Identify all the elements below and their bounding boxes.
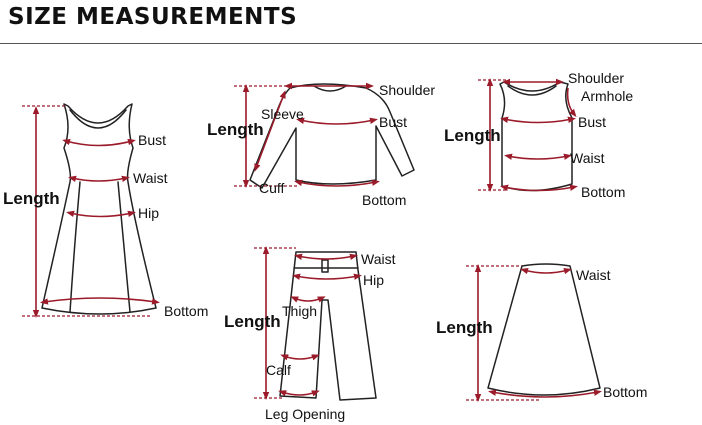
- dress-outline: [41, 103, 157, 315]
- dress-length-label: Length: [3, 189, 60, 208]
- tank-neckline: [507, 85, 557, 96]
- pants-calf-label: Calf: [266, 362, 291, 378]
- pants-thigh-line: [290, 296, 326, 303]
- top-bust-label: Bust: [379, 114, 407, 130]
- pants-leg-opening-line: [278, 390, 320, 397]
- top-outline: [249, 83, 415, 189]
- tank-length-label: Length: [444, 126, 501, 145]
- pants-waist-label: Waist: [361, 251, 396, 267]
- pants-hip-label: Hip: [363, 272, 384, 288]
- tank-bust-line: [500, 116, 576, 124]
- skirt-bottom-label: Bottom: [603, 384, 647, 400]
- tank-shoulder-label: Shoulder: [568, 70, 624, 86]
- dress-bottom-label: Bottom: [164, 303, 208, 319]
- title-divider: [0, 43, 702, 44]
- skirt-outline: [487, 263, 601, 396]
- tank-bottom-label: Bottom: [581, 184, 625, 200]
- dress-figure: [22, 103, 160, 318]
- pants-figure: [254, 246, 377, 401]
- dress-hip-line: [66, 210, 136, 218]
- tank-figure: [478, 78, 578, 192]
- top-figure: [234, 82, 415, 189]
- dress-waist-line: [68, 175, 130, 183]
- top-length-label: Length: [207, 120, 264, 139]
- pants-hip-line: [292, 273, 362, 280]
- pants-length-label: Length: [224, 312, 281, 331]
- skirt-figure: [466, 263, 602, 402]
- dress-hip-label: Hip: [138, 205, 159, 221]
- pants-waist-line: [294, 253, 358, 260]
- pants-leg-opening-label: Leg Opening: [265, 406, 345, 422]
- top-cuff-label: Cuff: [259, 180, 285, 196]
- top-shoulder-label: Shoulder: [379, 82, 435, 98]
- skirt-length-label: Length: [436, 318, 493, 337]
- skirt-bottom-line: [488, 389, 602, 398]
- top-bottom-line: [294, 179, 380, 187]
- top-sleeve-label: Sleeve: [261, 106, 304, 122]
- pants-outline: [279, 251, 377, 401]
- dress-fold-left: [69, 181, 81, 313]
- top-sleeve-line: [254, 90, 286, 172]
- tank-bottom-line: [500, 184, 578, 192]
- dress-fold-right: [117, 181, 131, 313]
- tank-waist-line: [504, 153, 572, 160]
- skirt-waist-label: Waist: [576, 267, 611, 283]
- pants-thigh-label: Thigh: [282, 303, 317, 319]
- dress-bottom-line: [40, 297, 160, 305]
- tank-outline: [499, 81, 573, 192]
- dress-waist-label: Waist: [133, 170, 168, 186]
- tank-armhole-line: [566, 87, 577, 118]
- tank-waist-label: Waist: [570, 150, 605, 166]
- pants-calf-line: [280, 354, 320, 361]
- dress-neckline: [69, 109, 127, 129]
- tank-bust-label: Bust: [578, 114, 606, 130]
- page-title: SIZE MEASUREMENTS: [8, 4, 298, 30]
- pants-button: [321, 259, 329, 273]
- dress-bust-line: [62, 138, 136, 147]
- top-bottom-label: Bottom: [362, 192, 406, 208]
- skirt-waist-line: [520, 267, 572, 275]
- tank-armhole-label: Armhole: [581, 88, 633, 104]
- dress-bust-label: Bust: [138, 132, 166, 148]
- top-bust-line: [296, 117, 378, 125]
